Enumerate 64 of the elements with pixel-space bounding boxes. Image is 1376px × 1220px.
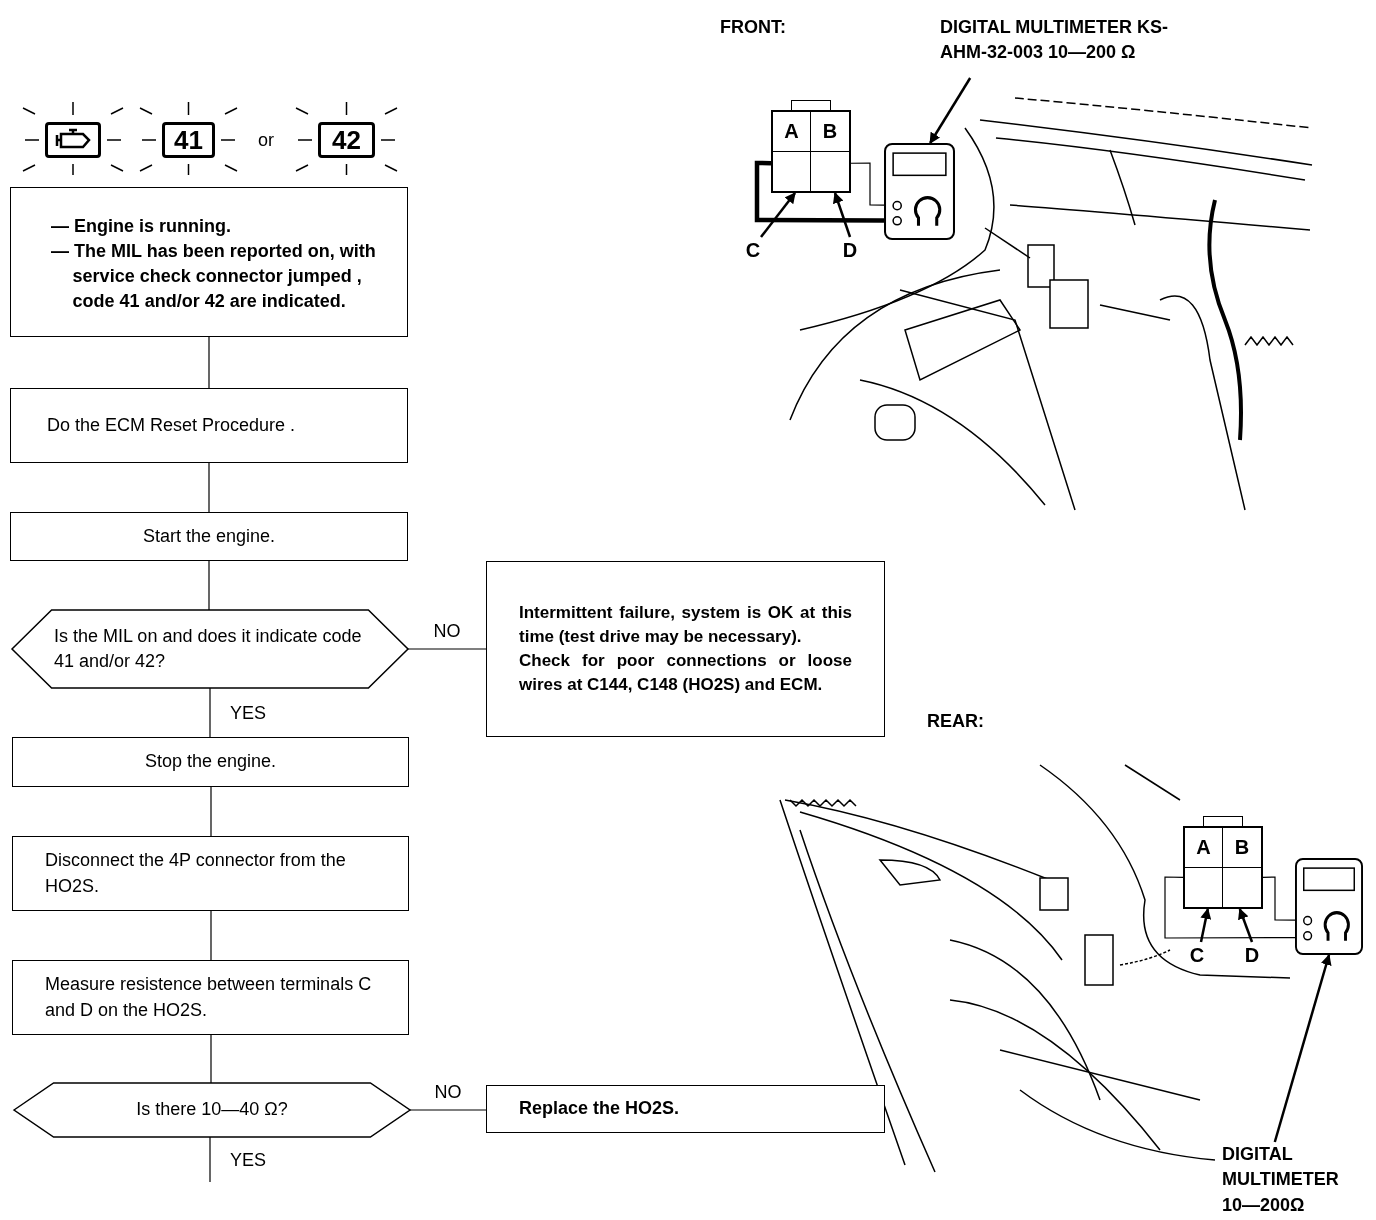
leader-arrow <box>929 77 972 144</box>
process-box <box>486 561 885 737</box>
connector-block <box>1183 816 1263 909</box>
flow-line <box>210 786 212 837</box>
terminal-letter: B <box>1234 837 1250 858</box>
code-number: 41 <box>174 123 203 157</box>
flow-line <box>210 1034 212 1084</box>
step-text: — Engine is running. <box>51 214 232 238</box>
leader-arrow <box>833 191 852 238</box>
flow-line <box>208 462 210 513</box>
wire <box>1262 876 1296 921</box>
multimeter-drawing <box>884 143 955 240</box>
connector-word: or <box>258 130 274 151</box>
flow-line <box>407 648 487 650</box>
step-text: Intermittent failure, system is OK at this time (test drive may be necessary). <box>519 602 852 649</box>
flow-line <box>208 336 210 389</box>
step-text: Stop the engine. <box>143 750 278 774</box>
process-box <box>12 836 409 911</box>
question-text: Is there 10—40 Ω? <box>135 1098 289 1122</box>
terminal-letter: B <box>822 121 838 142</box>
code-lamp-box <box>162 122 215 158</box>
step-text: Disconnect the 4P connector from the HO2S. <box>45 849 347 898</box>
callout-letter: D <box>1242 942 1262 968</box>
step-text: — The MIL has been reported on, with service check connector jumped , code 41 and/or 42 are indicated. <box>51 239 377 314</box>
process-box <box>12 960 409 1035</box>
process-box <box>10 512 408 561</box>
process-box <box>10 388 408 463</box>
step-text: Measure resistence between terminals C and D on the HO2S. <box>45 973 373 1022</box>
decision-hexagon <box>14 1083 410 1137</box>
connector-block <box>771 100 851 193</box>
process-box <box>10 187 408 337</box>
leader-arrow <box>1238 907 1254 943</box>
flow-line <box>409 1109 487 1111</box>
decision-hexagon <box>12 610 408 688</box>
terminal-letter: A <box>1196 837 1211 858</box>
step-text: Do the ECM Reset Procedure . <box>47 413 297 437</box>
flow-line <box>210 910 212 961</box>
leader-arrow <box>1199 907 1212 943</box>
process-box <box>12 737 409 787</box>
process-box <box>486 1085 885 1133</box>
leader-arrow <box>1273 953 1332 1143</box>
step-text: Start the engine. <box>141 524 277 548</box>
terminal-letter: A <box>784 121 799 142</box>
view-label: FRONT: <box>720 17 786 38</box>
view-label: REAR: <box>927 711 984 732</box>
question-text: Is the MIL on and does it indicate code 41 and/or 42? <box>54 624 362 673</box>
callout-letter: C <box>743 237 763 263</box>
wire <box>754 160 884 223</box>
warning-lamp-box <box>45 122 101 158</box>
wire <box>850 162 885 206</box>
flow-line <box>208 560 210 611</box>
multimeter-drawing <box>1295 858 1363 955</box>
flow-line <box>209 687 211 738</box>
callout-text: DIGITAL MULTIMETER 10—200Ω <box>1222 1142 1354 1218</box>
code-lamp-box <box>318 122 375 158</box>
code-number: 42 <box>332 123 361 157</box>
step-text: Check for poor connections or loose wires at C144, C148 (HO2S) and ECM. <box>519 650 852 696</box>
callout-letter: C <box>1187 942 1207 968</box>
callout-letter: D <box>840 237 860 263</box>
flow-line <box>209 1136 211 1183</box>
wire <box>1164 876 1296 939</box>
step-text: Replace the HO2S. <box>519 1097 681 1121</box>
callout-text: DIGITAL MULTIMETER KS-AHM-32-003 10—200 Ω <box>940 2 1172 78</box>
leader-arrow <box>760 192 796 238</box>
